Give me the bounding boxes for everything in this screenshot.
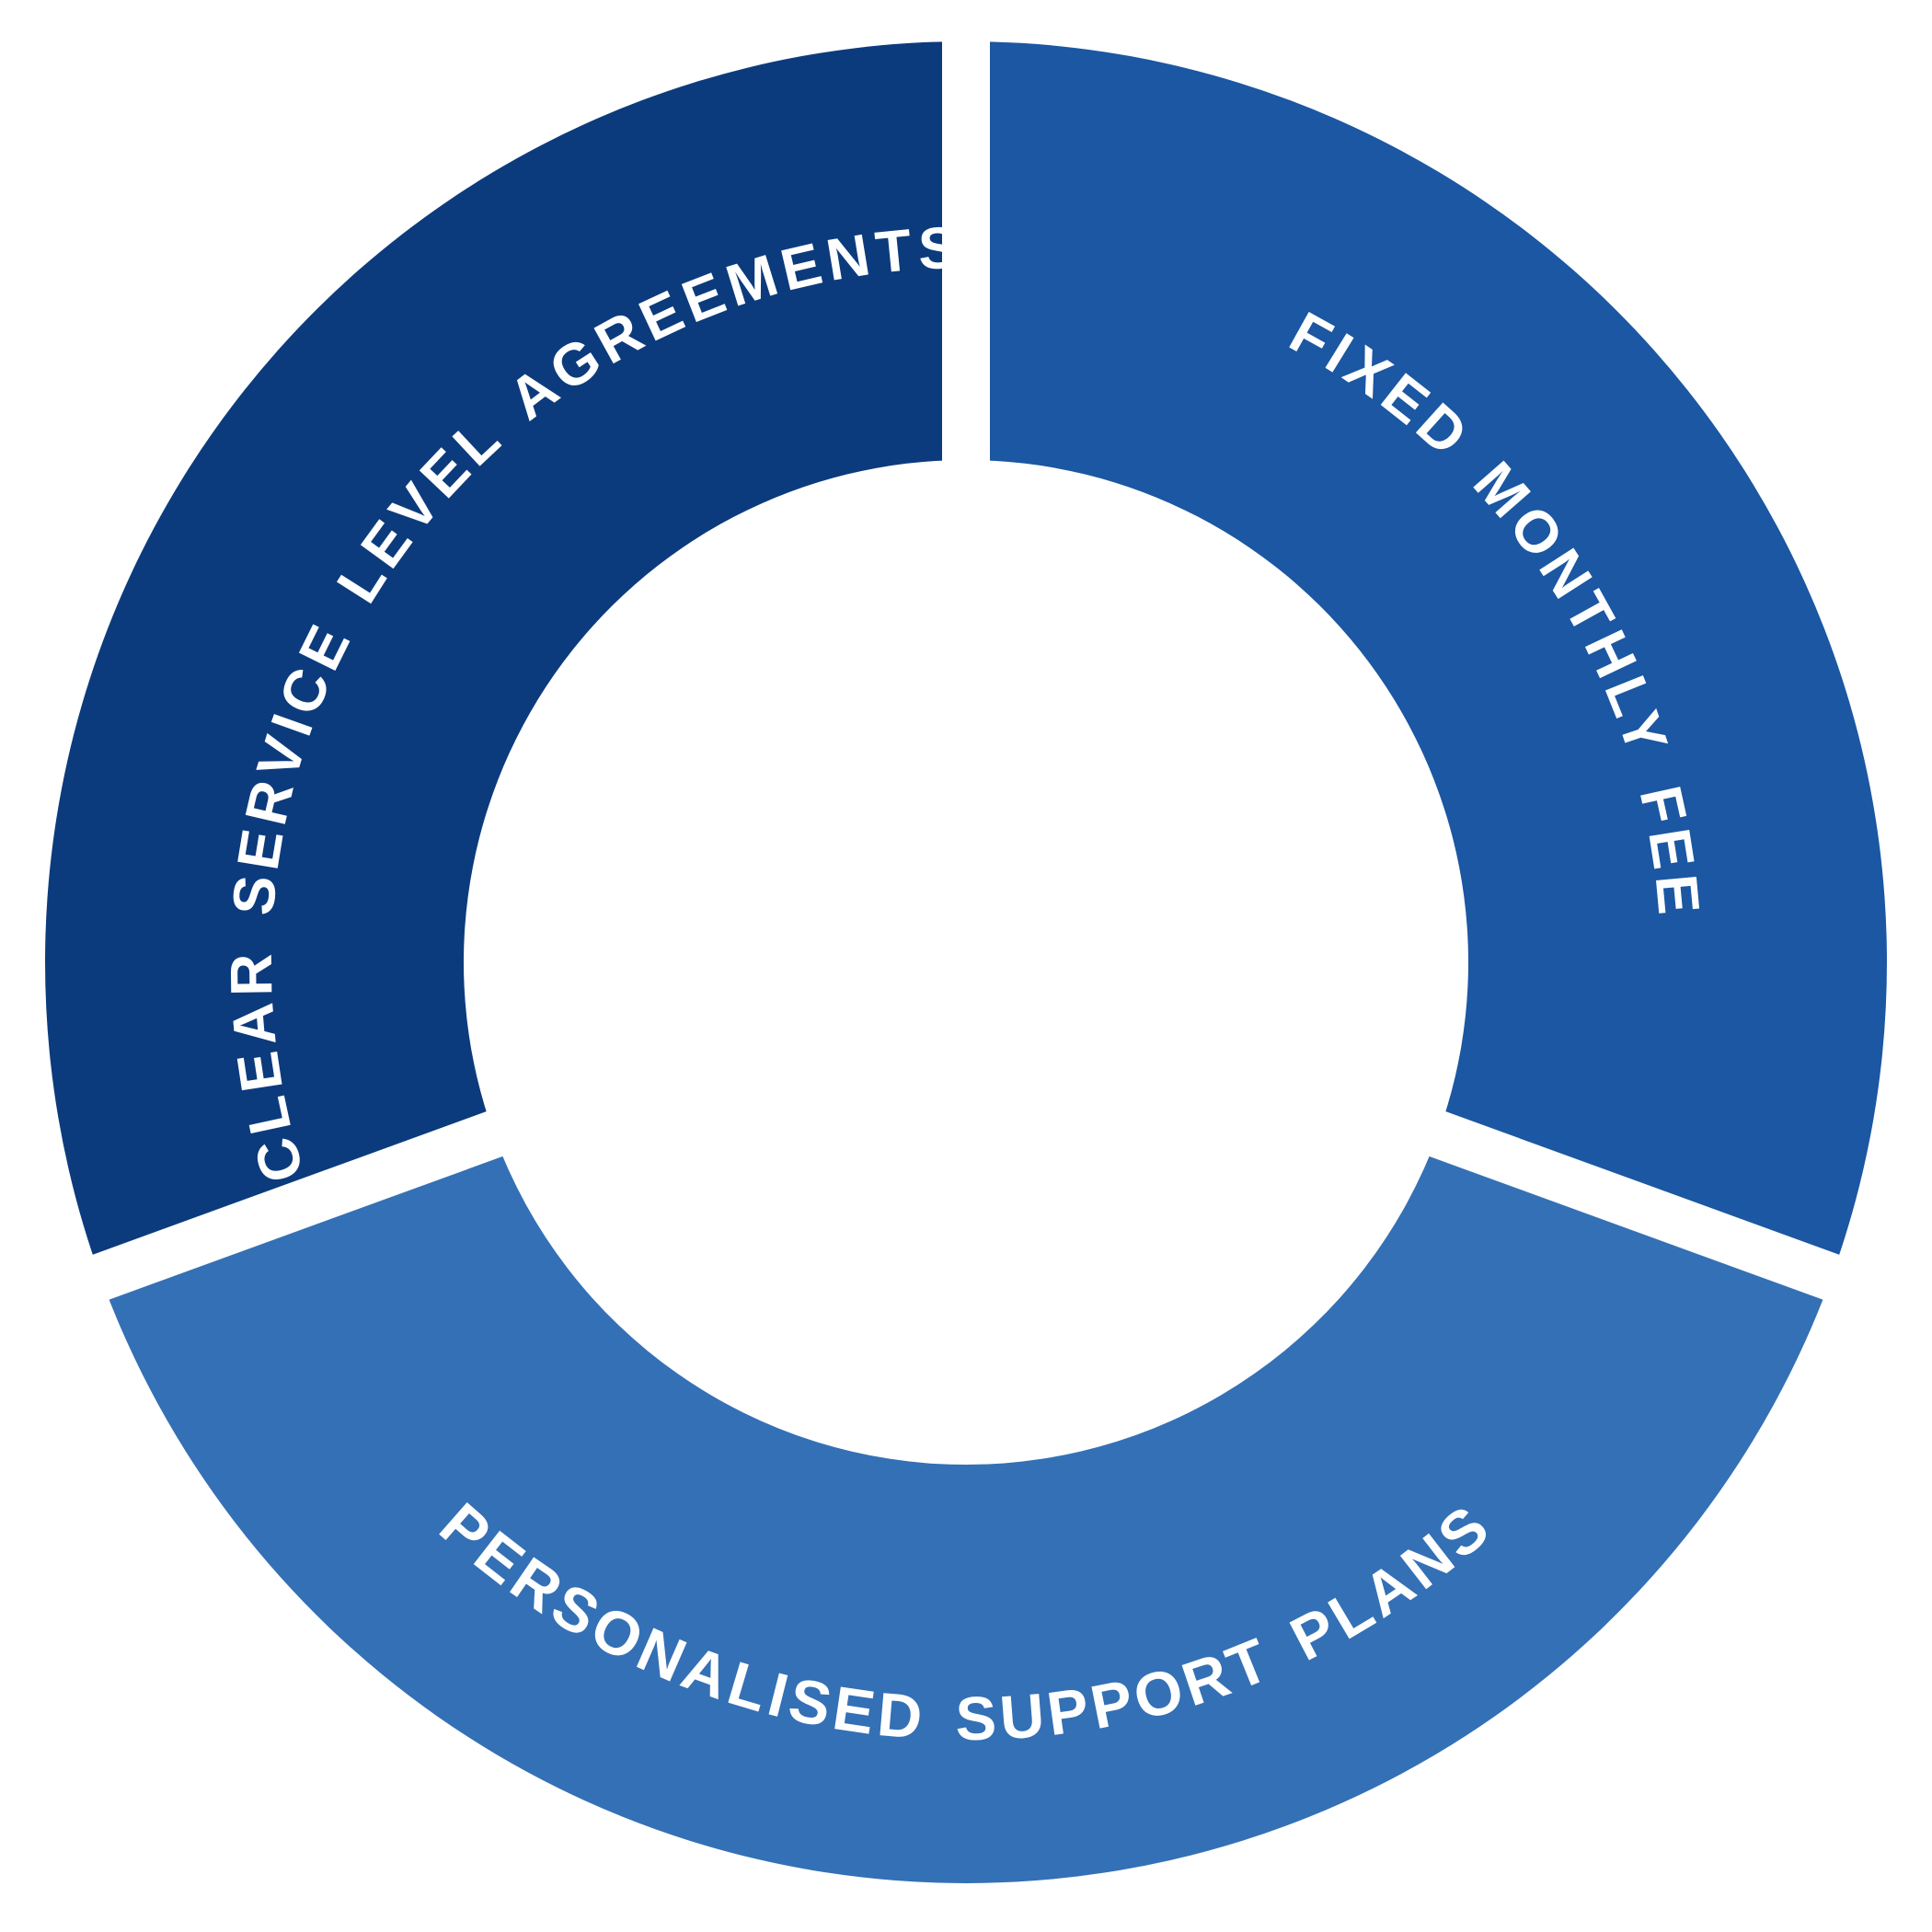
segment-personalised-support-plans — [100, 1133, 1832, 1883]
segment-gap-line-bottom-right — [958, 939, 1878, 1314]
segment-separators — [54, 1, 1878, 1314]
donut-segments — [45, 41, 1887, 1883]
segment-fixed-monthly-fee — [966, 41, 1887, 1278]
segment-clear-service-level-agreements — [45, 41, 966, 1278]
segment-gap-line-bottom-left — [54, 939, 974, 1314]
